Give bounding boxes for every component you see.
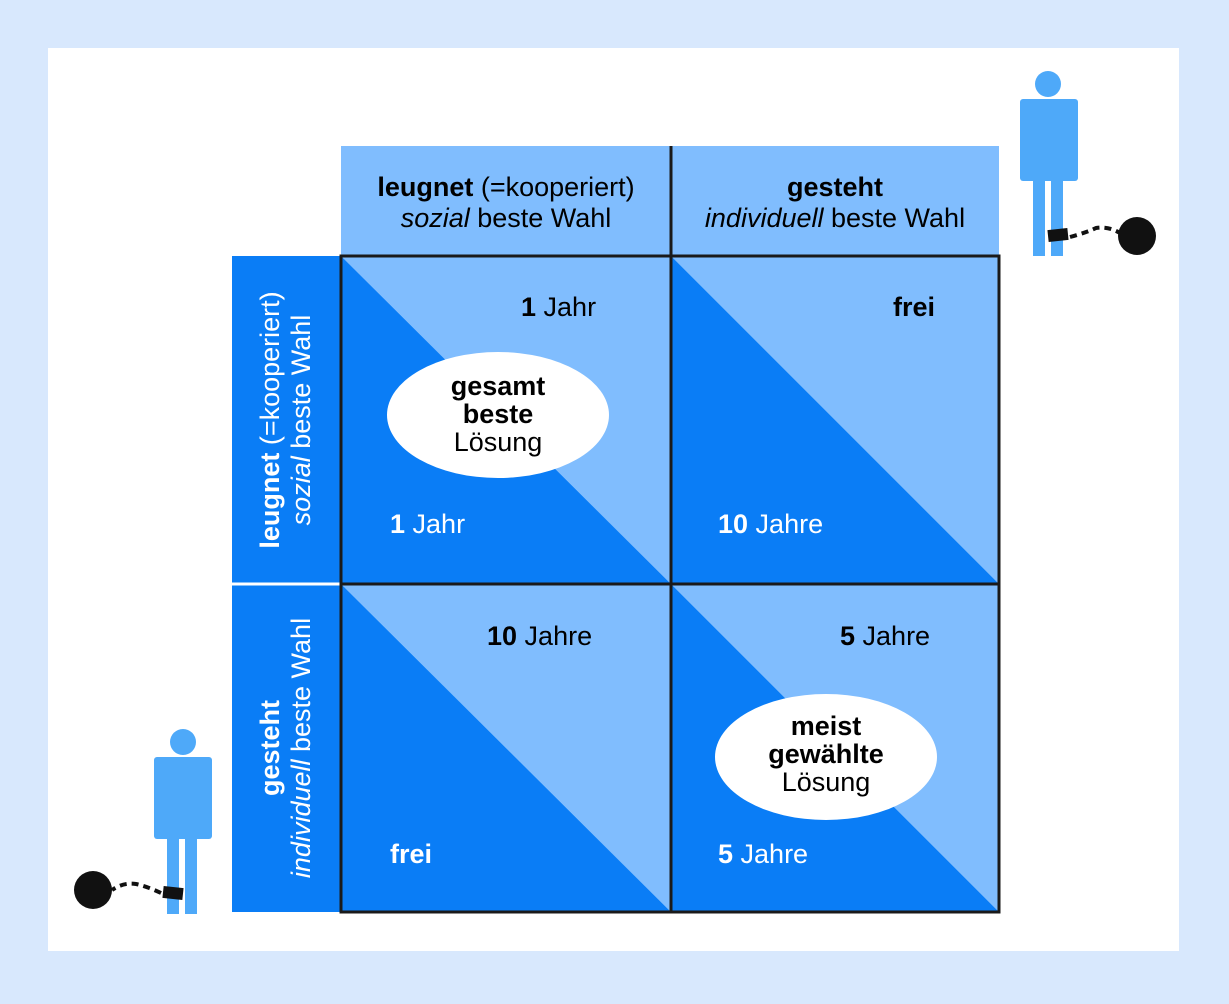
row-header-tail: beste Wahl: [286, 617, 316, 760]
payoff-row-player: frei: [390, 839, 432, 870]
ellipse-line: gesamt: [450, 371, 546, 401]
row-header-em: individuell: [286, 759, 316, 879]
prisoner-figure-icon: [1020, 71, 1078, 256]
payoff-number: 5: [718, 839, 734, 869]
payoff-number: 10: [718, 509, 749, 539]
row-header-leugnet: leugnet (=kooperiert) sozial beste Wahl: [241, 255, 331, 585]
payoff-number: 10: [487, 621, 518, 651]
col-header-bg-gesteht: [671, 146, 999, 256]
cell-gesteht-leugnet: [341, 584, 671, 912]
payoff-unit: Jahr: [536, 292, 597, 322]
row-header-bg-gesteht: [232, 584, 341, 912]
cell-leugnet-gesteht: [671, 256, 999, 584]
payoff-row-player: 1 Jahr: [390, 509, 465, 540]
row-header-rest: (=kooperiert): [255, 291, 285, 453]
row-header-em: sozial: [286, 456, 316, 526]
row-header-tail: beste Wahl: [286, 314, 316, 457]
payoff-row-player: 5 Jahre: [718, 839, 808, 870]
col-header-strong: gesteht: [786, 172, 884, 202]
ellipse-most-chosen: [715, 694, 937, 820]
col-header-em: sozial: [400, 203, 470, 233]
col-header-tail: beste Wahl: [823, 203, 966, 233]
payoff-unit: Jahre: [517, 621, 593, 651]
col-header-rest: (=kooperiert): [473, 172, 635, 202]
payoff-row-player: 10 Jahre: [718, 509, 823, 540]
col-header-leugnet: leugnet (=kooperiert) sozial beste Wahl: [341, 172, 671, 234]
ball-and-chain-icon: [1047, 217, 1156, 255]
row-header-gesteht: gesteht individuell beste Wahl: [241, 583, 331, 913]
ellipse-best-total: [387, 352, 609, 478]
payoff-number: 5: [840, 621, 856, 651]
col-header-strong: leugnet: [377, 172, 474, 202]
ellipse-line: Lösung: [453, 427, 543, 457]
ellipse-line: beste: [462, 399, 534, 429]
col-header-bg-leugnet: [341, 146, 671, 256]
payoff-col-player: 5 Jahre: [840, 621, 930, 652]
payoff-number: frei: [893, 292, 936, 322]
payoff-col-player: 10 Jahre: [487, 621, 592, 652]
prisoner-figure-icon: [154, 729, 212, 914]
col-header-em: individuell: [704, 203, 824, 233]
payoff-unit: Jahre: [748, 509, 824, 539]
payoff-number: 1: [521, 292, 537, 322]
payoff-number: 1: [390, 509, 406, 539]
col-header-gesteht: gesteht individuell beste Wahl: [671, 172, 999, 234]
col-header-tail: beste Wahl: [469, 203, 612, 233]
row-header-strong: leugnet: [255, 452, 285, 549]
ellipse-line: meist: [790, 711, 862, 741]
row-header-strong: gesteht: [255, 699, 285, 797]
row-header-bg-leugnet: [232, 256, 341, 584]
ellipse-text-best-total: gesamt beste Lösung: [398, 372, 598, 456]
ellipse-line: Lösung: [781, 767, 871, 797]
ball-and-chain-icon: [74, 871, 184, 909]
ellipse-text-most-chosen: meist gewählte Lösung: [726, 712, 926, 796]
payoff-number: frei: [390, 839, 433, 869]
payoff-unit: Jahre: [855, 621, 931, 651]
ellipse-line: gewählte: [768, 739, 884, 769]
payoff-unit: Jahr: [405, 509, 466, 539]
payoff-unit: Jahre: [733, 839, 809, 869]
payoff-col-player: frei: [893, 292, 935, 323]
payoff-col-player: 1 Jahr: [521, 292, 596, 323]
